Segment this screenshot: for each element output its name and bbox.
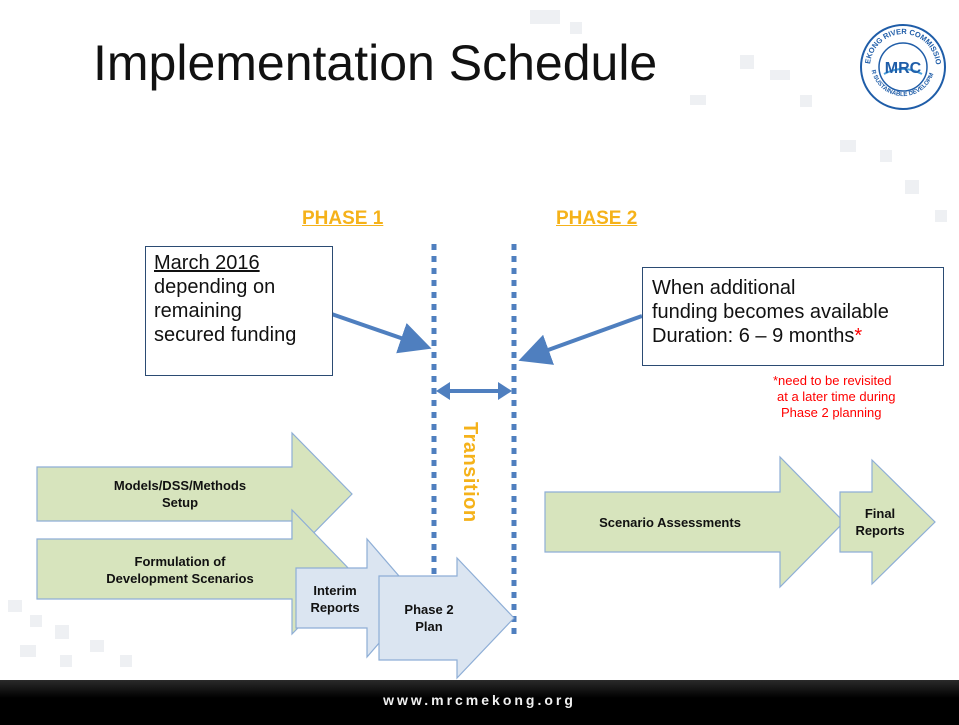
duration-text: Duration: 6 – 9 months — [652, 325, 855, 347]
callout-line: secured funding — [154, 324, 297, 346]
models-setup-arrow — [36, 431, 353, 557]
logo-center-text: MRC — [885, 60, 922, 77]
phase-1-label: PHASE 1 — [302, 208, 384, 229]
callout-line: When additional — [652, 277, 796, 299]
models-setup-label: Models/DSS/Methods Setup — [70, 477, 290, 511]
callout-date: March 2016 — [154, 252, 260, 274]
interim-reports-label: Interim Reports — [300, 582, 370, 616]
scenario-assessments-label: Scenario Assessments — [580, 514, 760, 531]
arrow-label-line: Scenario Assessments — [599, 515, 741, 530]
arrow-label-line: Development Scenarios — [106, 571, 254, 586]
callout-line: depending on — [154, 276, 276, 298]
right-callout-pointer — [518, 314, 643, 365]
arrow-label-line: Plan — [415, 619, 443, 634]
final-reports-label: Final Reports — [840, 505, 920, 539]
mrc-logo: MEKONG RIVER COMMISSION FOR SUSTAINABLE … — [858, 22, 946, 110]
arrow-label-line: Reports — [310, 600, 360, 615]
phase-2-plan-label: Phase 2 Plan — [384, 601, 474, 635]
footer-url: www.mrcmekong.org — [383, 692, 576, 708]
arrow-label-line: Setup — [161, 495, 199, 510]
footnote-line: Phase 2 planning — [781, 405, 882, 420]
scenario-assessments-arrow — [544, 455, 845, 589]
arrow-label-line: Phase 2 — [404, 602, 454, 617]
arrow-label-line: Final — [864, 506, 896, 521]
formulation-label: Formulation of Development Scenarios — [70, 553, 290, 587]
footer-bar: www.mrcmekong.org — [0, 680, 959, 725]
slide-title: Implementation Schedule — [93, 35, 658, 91]
arrow-label-line: Interim — [313, 583, 357, 598]
phase-2-plan-arrow — [378, 556, 515, 680]
footnote: *need to be revisited at a later time du… — [755, 373, 945, 421]
final-reports-arrow — [839, 458, 936, 586]
footnote-line: at a later time during — [777, 389, 896, 404]
transition-arrow-right-head — [498, 382, 512, 400]
callout-line: remaining — [154, 300, 242, 322]
transition-arrow-left-head — [436, 382, 450, 400]
footnote-line: *need to be revisited — [773, 373, 892, 388]
footnote-marker: * — [854, 325, 863, 347]
arrow-label-line: Reports — [855, 523, 905, 538]
arrow-label-line: Models/DSS/Methods — [113, 478, 247, 493]
schedule-diagram — [36, 244, 936, 680]
arrow-label-line: Formulation of — [134, 554, 226, 569]
transition-label: Transition — [459, 422, 481, 523]
phase-1-timing-callout: March 2016 depending on remaining secure… — [145, 246, 333, 376]
phase-2-timing-callout: When additional funding becomes availabl… — [642, 267, 944, 366]
left-callout-pointer — [319, 308, 432, 354]
callout-line: funding becomes available — [652, 301, 889, 323]
phase-2-label: PHASE 2 — [556, 208, 638, 229]
